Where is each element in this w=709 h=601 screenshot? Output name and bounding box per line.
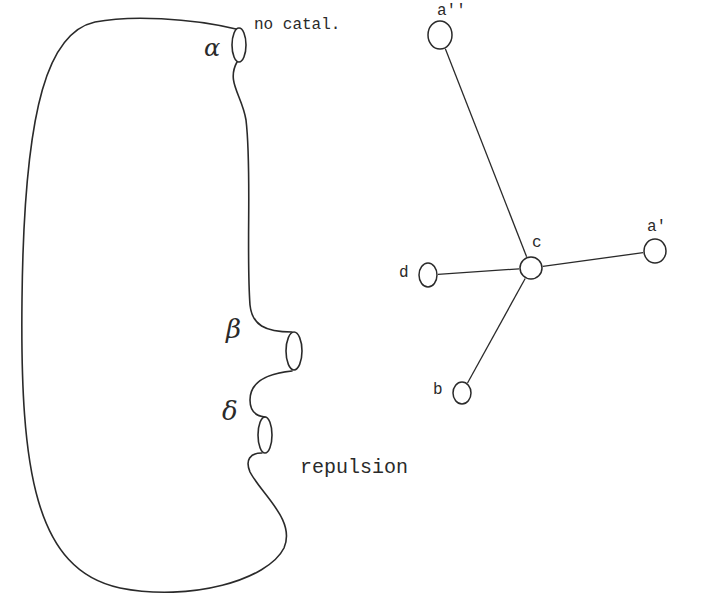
circle-outline [452,381,472,405]
enzyme-body [22,18,287,592]
circle-outline [519,256,543,280]
atom-circle: a'' [427,20,453,50]
circle-shape [644,239,666,263]
site-label: α [204,36,220,60]
circle-outline [418,262,438,288]
circle-shape [520,257,542,279]
bond-line [543,253,643,267]
pocket-opening [258,417,272,453]
bond-stroke [445,49,526,257]
atom-label: d [399,265,409,281]
atom-circle: b [452,381,472,405]
circle-shape [428,21,452,49]
circle-outline [427,20,453,50]
bond-stroke [468,279,526,383]
note-label: repulsion [300,458,408,478]
pocket-wall [250,371,292,417]
circle-shape [419,263,437,287]
note-label: no catal. [254,17,340,33]
site-label: δ [222,398,238,424]
circle-outline [643,238,667,264]
atom-label: a'' [437,3,466,19]
circle-shape [453,382,471,404]
atom-circle: d [418,262,438,288]
site-label: β [226,316,241,342]
pocket-opening [232,28,246,62]
atom-label: b [433,382,443,398]
bond-line [468,279,526,383]
bond-line [445,49,526,257]
pocket-opening [286,332,302,370]
bond-stroke [438,269,519,275]
atom-label: a' [647,219,666,235]
atom-circle: a' [643,238,667,264]
atom-label: c [532,235,542,251]
bond-line [438,269,519,275]
pocket-wall [233,62,292,332]
atom-circle: c [519,256,543,280]
bond-stroke [543,253,643,267]
